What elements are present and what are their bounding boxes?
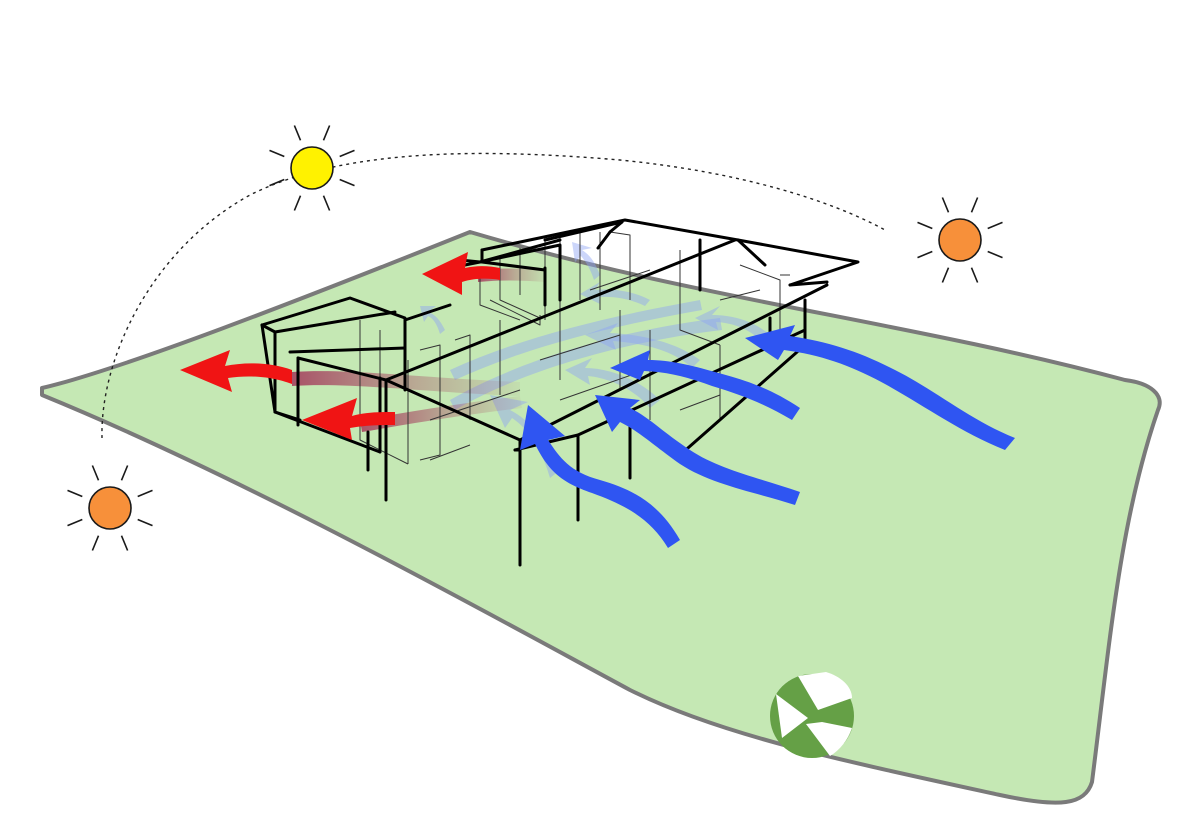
sun-path: [101, 152, 886, 439]
sun-ray: [941, 197, 950, 213]
sun-ray: [269, 149, 285, 158]
interior-cool-airflow: [420, 242, 770, 478]
sun-disc: [938, 218, 982, 262]
sun-icon: [917, 197, 1003, 283]
leaf-logo-icon: [770, 672, 854, 758]
interior-airflow-band: [450, 300, 702, 380]
interior-airflow-arrow: [572, 242, 600, 280]
sun-noon: [269, 125, 355, 211]
sun-ray: [322, 125, 331, 141]
ground-plane: [40, 230, 1162, 805]
sun-ray: [120, 465, 129, 481]
sun-ray: [91, 535, 100, 551]
sun-ray: [339, 149, 355, 158]
sun-evening: [917, 197, 1003, 283]
sun-ray: [987, 250, 1003, 259]
sun-ray: [917, 250, 933, 259]
sun-ray: [941, 267, 950, 283]
sun-ray: [970, 197, 979, 213]
sun-ray: [293, 195, 302, 211]
sun-ray: [917, 221, 933, 230]
warm-air-arrow-west-upper: [180, 350, 292, 392]
sun-ray: [293, 125, 302, 141]
sun-icon: [67, 465, 153, 551]
sun-disc: [290, 146, 334, 190]
sun-ray: [120, 535, 129, 551]
interior-airflow-arrow: [490, 395, 560, 478]
warm-airflow: [180, 252, 500, 440]
sun-ray: [137, 489, 153, 498]
sun-ray: [987, 221, 1003, 230]
sun-ray: [67, 489, 83, 498]
cool-air-arrow: [610, 350, 800, 420]
cool-airflow: [520, 325, 1015, 548]
sun-ray: [137, 518, 153, 527]
warm-air-arrow-west-lower: [302, 398, 395, 440]
sun-icon: [269, 125, 355, 211]
sun-ray: [67, 518, 83, 527]
interior-airflow-band: [450, 318, 722, 410]
sun-disc: [88, 486, 132, 530]
sun-ray: [91, 465, 100, 481]
interior-airflow-arrow: [565, 358, 660, 408]
sun-ray: [970, 267, 979, 283]
cool-air-arrow: [745, 325, 1015, 450]
sun-ray: [322, 195, 331, 211]
warm-air-band-west-mid: [360, 396, 522, 432]
sun-ray: [339, 178, 355, 187]
interior-airflow-arrow: [585, 323, 700, 368]
warm-air-arrow-north: [422, 252, 500, 295]
interior-airflow-arrow: [695, 306, 770, 342]
sun-morning: [67, 465, 153, 551]
cool-air-arrow: [595, 395, 800, 505]
sun-ray: [269, 178, 285, 187]
interior-airflow-arrow: [580, 282, 650, 306]
cool-air-arrow: [520, 405, 680, 548]
